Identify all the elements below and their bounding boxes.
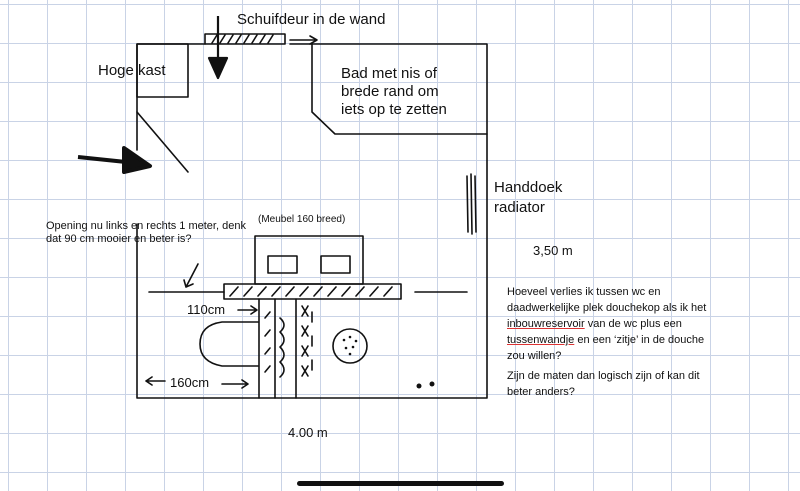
label-width-350: 3,50 m xyxy=(533,243,573,258)
question-part-2: van de wc plus een xyxy=(584,318,682,330)
home-indicator[interactable] xyxy=(297,481,504,486)
sliding-door-pocket xyxy=(204,33,286,45)
tall-cabinet-outline xyxy=(136,43,189,98)
label-opening-note: Opening nu links en rechts 1 meter, denk… xyxy=(46,220,246,245)
sliding-direction-arrow xyxy=(289,35,318,45)
question-term-partition: tussenwandje xyxy=(507,334,575,346)
shower-seat-marks xyxy=(301,305,313,377)
shower-drain xyxy=(332,328,368,364)
question-note: Hoeveel verlies ik tussen wc en daadwerk… xyxy=(507,284,715,364)
stray-dot-1 xyxy=(416,383,422,389)
entrance-arrow xyxy=(77,146,152,174)
sink-left xyxy=(267,255,298,274)
dim-arrow-160-right xyxy=(221,379,249,389)
label-dim-110: 110cm xyxy=(187,302,226,317)
label-length-400: 4.00 m xyxy=(288,425,328,440)
towel-radiator-mark xyxy=(466,173,477,235)
label-towel-radiator: Handdoek radiator xyxy=(494,179,563,216)
question-part-3: en een ‘zitje’ in de douche zou willen? xyxy=(507,334,705,362)
dim-arrow-110 xyxy=(237,305,258,315)
label-bath: Bad met nis of brede rand om iets op te … xyxy=(341,65,447,118)
question-part-1: Hoeveel verlies ik tussen wc en daadwerk… xyxy=(507,286,707,314)
entrance-door-line xyxy=(136,111,189,173)
question-term-reservoir: inbouwreservoir xyxy=(507,318,585,330)
sink-right xyxy=(320,255,351,274)
stray-dot-2 xyxy=(429,381,435,387)
note-pointer-arrow xyxy=(183,263,199,288)
label-dim-160: 160cm xyxy=(170,375,210,390)
toilet-reservoir-hatch xyxy=(264,311,271,373)
label-furniture: (Meubel 160 breed) xyxy=(258,214,346,225)
label-tall-cabinet: Hoge kast xyxy=(98,62,166,79)
bath-outline xyxy=(311,43,488,135)
furniture-outline xyxy=(254,235,364,285)
dim-arrow-160-left xyxy=(145,376,166,386)
door-arrow-down xyxy=(207,16,229,80)
toilet-bowl xyxy=(199,321,259,367)
question-followup: Zijn de maten dan logisch zijn of kan di… xyxy=(507,370,700,398)
label-sliding-door: Schuifdeur in de wand xyxy=(237,11,386,28)
